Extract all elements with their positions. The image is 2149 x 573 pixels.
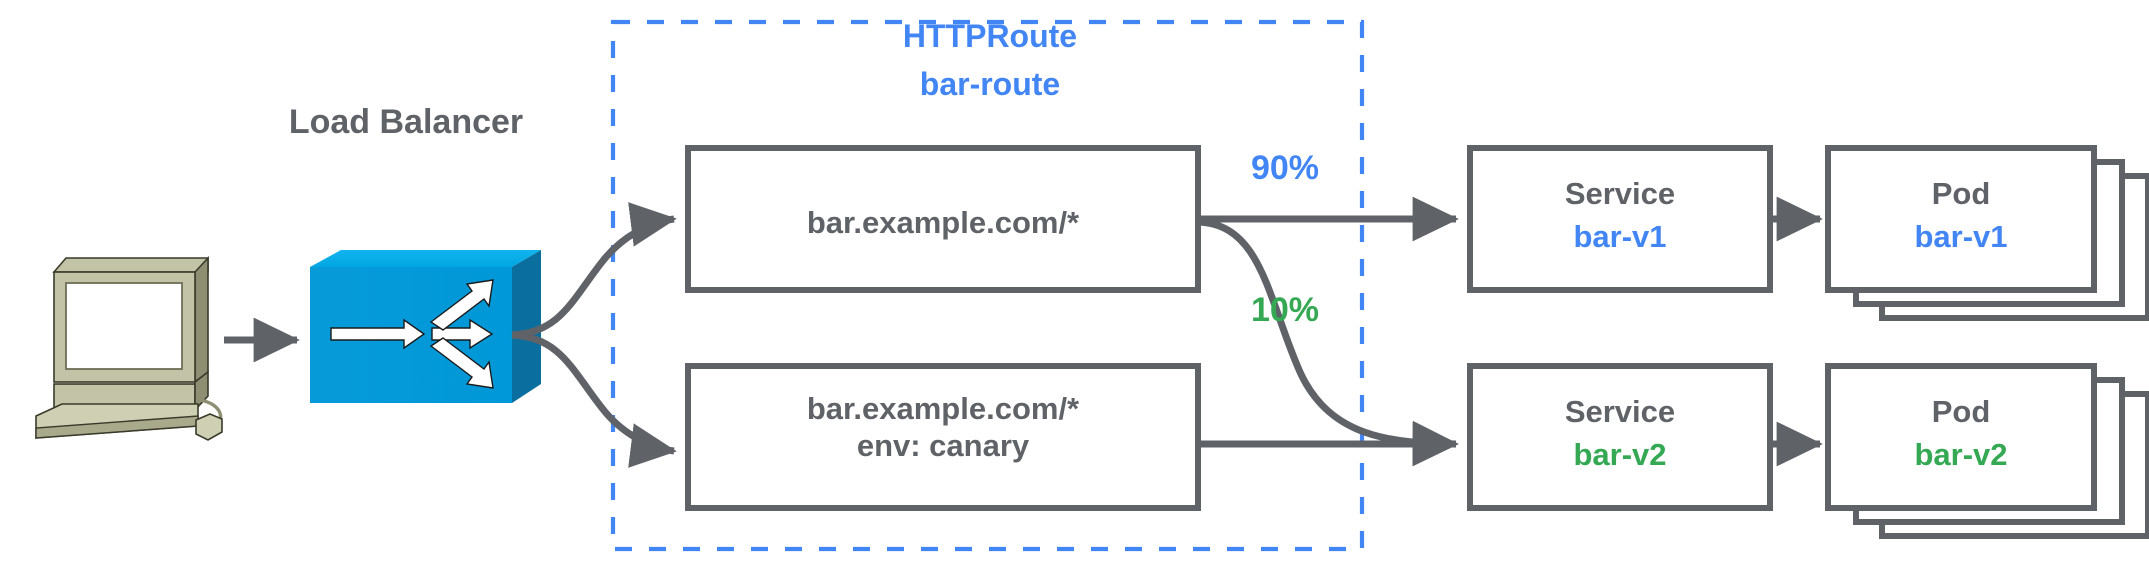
service-box-bar-v1 [1467,145,1773,293]
load-balancer-label: Load Balancer [288,103,524,141]
match-rule-box-2 [685,363,1201,511]
service-bar-v1-name-label: bar-v1 [1573,219,1667,254]
weight-label-10: 10% [1250,291,1320,329]
network-router-icon [310,250,541,403]
pod-bar-v2-name-label: bar-v2 [1914,437,2008,472]
desktop-computer-icon [35,255,223,441]
match-rule-2-label: bar.example.com/* env: canary [806,391,1080,463]
service-box-bar-v2 [1467,363,1773,511]
weight-label-90: 90% [1250,149,1320,187]
edge-loadbalancer-to-match-1 [511,202,677,339]
pod-stack-bar-v2 [1825,363,2149,539]
httproute-name-label: bar-route [919,66,1061,102]
service-bar-v2-kind-label: Service [1564,394,1676,429]
edge-loadbalancer-to-match-2 [511,331,677,468]
httproute-boundary [610,19,1365,552]
pod-bar-v1-kind-label: Pod [1931,176,1991,211]
pod-bar-v2-kind-label: Pod [1931,394,1991,429]
httproute-kind-label: HTTPRoute [902,18,1078,54]
pod-bar-v1-name-label: bar-v1 [1914,219,2008,254]
pod-stack-bar-v1 [1825,145,2149,321]
service-bar-v1-kind-label: Service [1564,176,1676,211]
match-rule-1-label: bar.example.com/* [806,205,1080,240]
service-bar-v2-name-label: bar-v2 [1573,437,1667,472]
edge-match-1-to-service-bar-v2 [1197,218,1459,466]
